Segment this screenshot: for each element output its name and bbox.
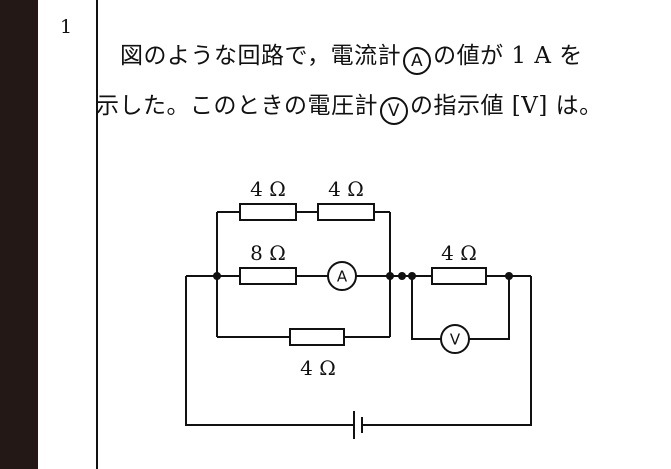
question-text-line-1-part-1: 図のような回路で，電流計 (120, 43, 402, 69)
label-resistor-bottom: 4 Ω (300, 356, 336, 380)
left-margin-bar (0, 0, 38, 469)
resistor-top-right (317, 203, 375, 221)
question-text-line-2-part-2: の指示値 [V] は。 (410, 93, 603, 119)
voltmeter-branch-wire (411, 276, 510, 340)
question-text-line-2-part-1: 示した。このときの電圧計 (96, 93, 378, 119)
voltmeter-circle (440, 324, 470, 354)
junction-dot (408, 272, 416, 280)
resistor-bottom (289, 328, 345, 346)
resistor-middle (239, 267, 297, 285)
label-resistor-top-left: 4 Ω (250, 177, 286, 201)
question-text-line-1-part-2: の値が 1 A を (433, 43, 583, 69)
junction-dot (505, 272, 513, 280)
resistor-series (431, 267, 487, 285)
ammeter-symbol: A (403, 47, 432, 75)
label-resistor-middle: 8 Ω (250, 241, 286, 265)
ammeter-circle (327, 261, 357, 291)
voltmeter-symbol: V (380, 97, 408, 125)
ammeter-label: A (337, 268, 348, 286)
junction-dot (398, 272, 406, 280)
junction-dot (386, 272, 394, 280)
voltmeter-label: V (450, 331, 461, 349)
question-number: 1 (60, 16, 73, 38)
label-resistor-series: 4 Ω (441, 241, 477, 265)
junction-dot (213, 272, 221, 280)
number-column-divider (96, 0, 98, 469)
resistor-top-left (239, 203, 297, 221)
label-resistor-top-right: 4 Ω (328, 177, 364, 201)
outer-loop-wire (185, 276, 532, 426)
